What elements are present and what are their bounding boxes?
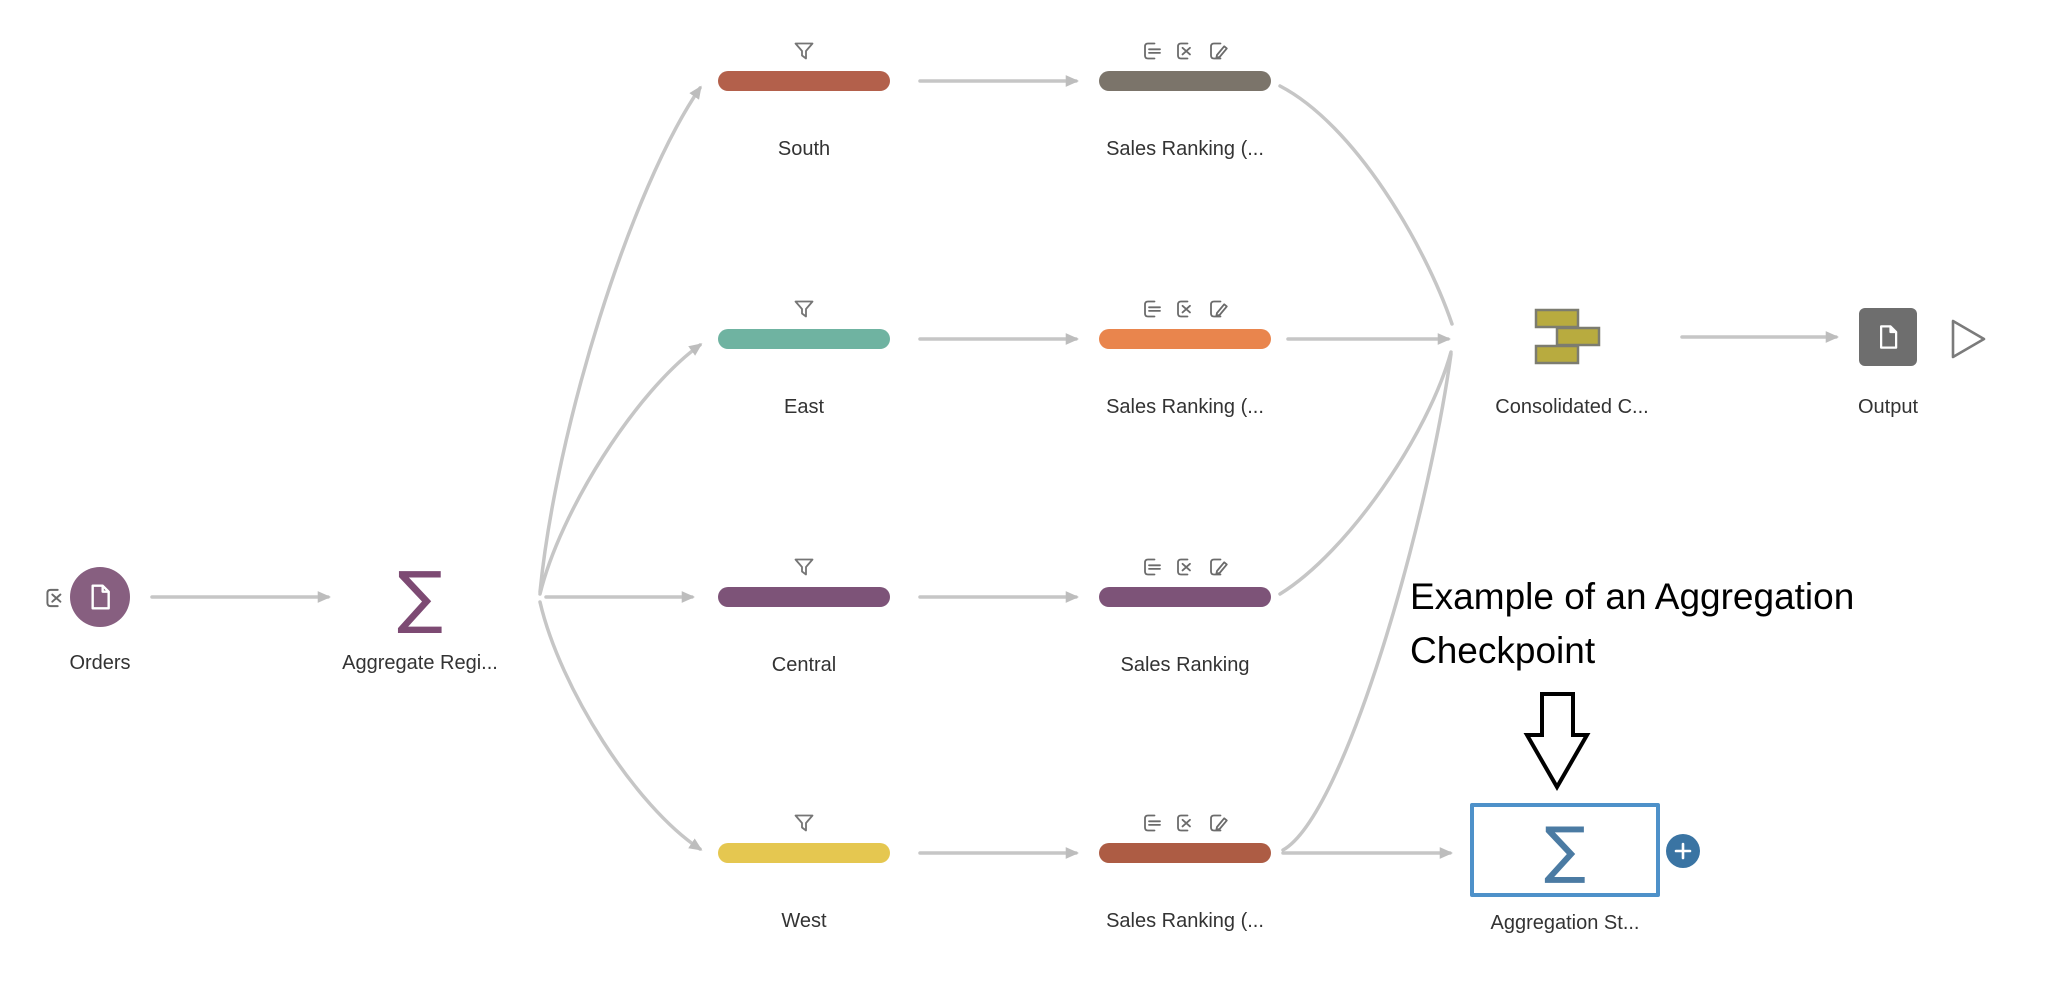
removed-field-icon[interactable] xyxy=(1173,297,1197,321)
clean-step-sales-ranking-central[interactable]: Sales Ranking xyxy=(1099,555,1271,677)
node-label-aggregation-checkpoint: Aggregation St... xyxy=(1490,912,1640,934)
step-bar[interactable] xyxy=(1099,843,1271,863)
node-label: West xyxy=(781,910,827,932)
filter-node-west[interactable]: West xyxy=(718,811,890,933)
changes-icon[interactable] xyxy=(1140,555,1164,579)
filter-node-central[interactable]: Central xyxy=(718,555,890,677)
changes-icon[interactable] xyxy=(1140,811,1164,835)
node-label-aggregate: Aggregate Regi... xyxy=(342,652,498,674)
edited-field-icon[interactable] xyxy=(1206,297,1230,321)
filter-icon[interactable] xyxy=(792,555,816,579)
filter-icon[interactable] xyxy=(792,811,816,835)
union-step-consolidated[interactable] xyxy=(1533,306,1613,366)
clean-step-sales-ranking-south[interactable]: Sales Ranking (... xyxy=(1099,39,1271,161)
output-node[interactable] xyxy=(1859,308,1917,366)
filter-node-east[interactable]: East xyxy=(718,297,890,419)
document-icon xyxy=(84,581,116,613)
node-label: Sales Ranking (... xyxy=(1106,396,1264,418)
removed-field-icon[interactable] xyxy=(1173,811,1197,835)
node-label: Sales Ranking (... xyxy=(1106,138,1264,160)
node-label: Sales Ranking (... xyxy=(1106,910,1264,932)
node-label: Sales Ranking xyxy=(1120,654,1250,676)
add-step-button[interactable] xyxy=(1666,834,1700,868)
removed-field-icon[interactable] xyxy=(42,585,68,611)
aggregate-step[interactable]: ∑ xyxy=(397,557,443,637)
edited-field-icon[interactable] xyxy=(1206,811,1230,835)
step-bar[interactable] xyxy=(718,71,890,91)
step-bar[interactable] xyxy=(718,843,890,863)
run-flow-icon[interactable] xyxy=(1950,318,1988,360)
node-label-consolidated: Consolidated C... xyxy=(1495,396,1649,418)
node-label: South xyxy=(777,138,831,160)
changes-icon[interactable] xyxy=(1140,297,1164,321)
filter-node-south[interactable]: South xyxy=(718,39,890,161)
node-label-orders: Orders xyxy=(69,652,131,674)
removed-field-icon[interactable] xyxy=(1173,39,1197,63)
step-bar[interactable] xyxy=(718,329,890,349)
step-bar[interactable] xyxy=(718,587,890,607)
clean-step-sales-ranking-west[interactable]: Sales Ranking (... xyxy=(1099,811,1271,933)
step-bar[interactable] xyxy=(1099,329,1271,349)
document-icon xyxy=(1873,322,1903,352)
edited-field-icon[interactable] xyxy=(1206,39,1230,63)
node-label: East xyxy=(783,396,825,418)
input-node-orders[interactable] xyxy=(70,567,130,627)
filter-icon[interactable] xyxy=(792,297,816,321)
removed-field-icon[interactable] xyxy=(1173,555,1197,579)
edited-field-icon[interactable] xyxy=(1206,555,1230,579)
annotation-text: Example of an Aggregation Checkpoint xyxy=(1410,576,1855,671)
aggregation-checkpoint-step[interactable]: ∑ xyxy=(1470,803,1660,897)
step-bar[interactable] xyxy=(1099,587,1271,607)
sigma-icon: ∑ xyxy=(1544,813,1586,886)
node-label-output: Output xyxy=(1857,396,1919,418)
step-bar[interactable] xyxy=(1099,71,1271,91)
node-label: Central xyxy=(771,654,837,676)
changes-icon[interactable] xyxy=(1140,39,1164,63)
filter-icon[interactable] xyxy=(792,39,816,63)
clean-step-sales-ranking-east[interactable]: Sales Ranking (... xyxy=(1099,297,1271,419)
annotation-down-arrow-icon xyxy=(1515,688,1605,794)
